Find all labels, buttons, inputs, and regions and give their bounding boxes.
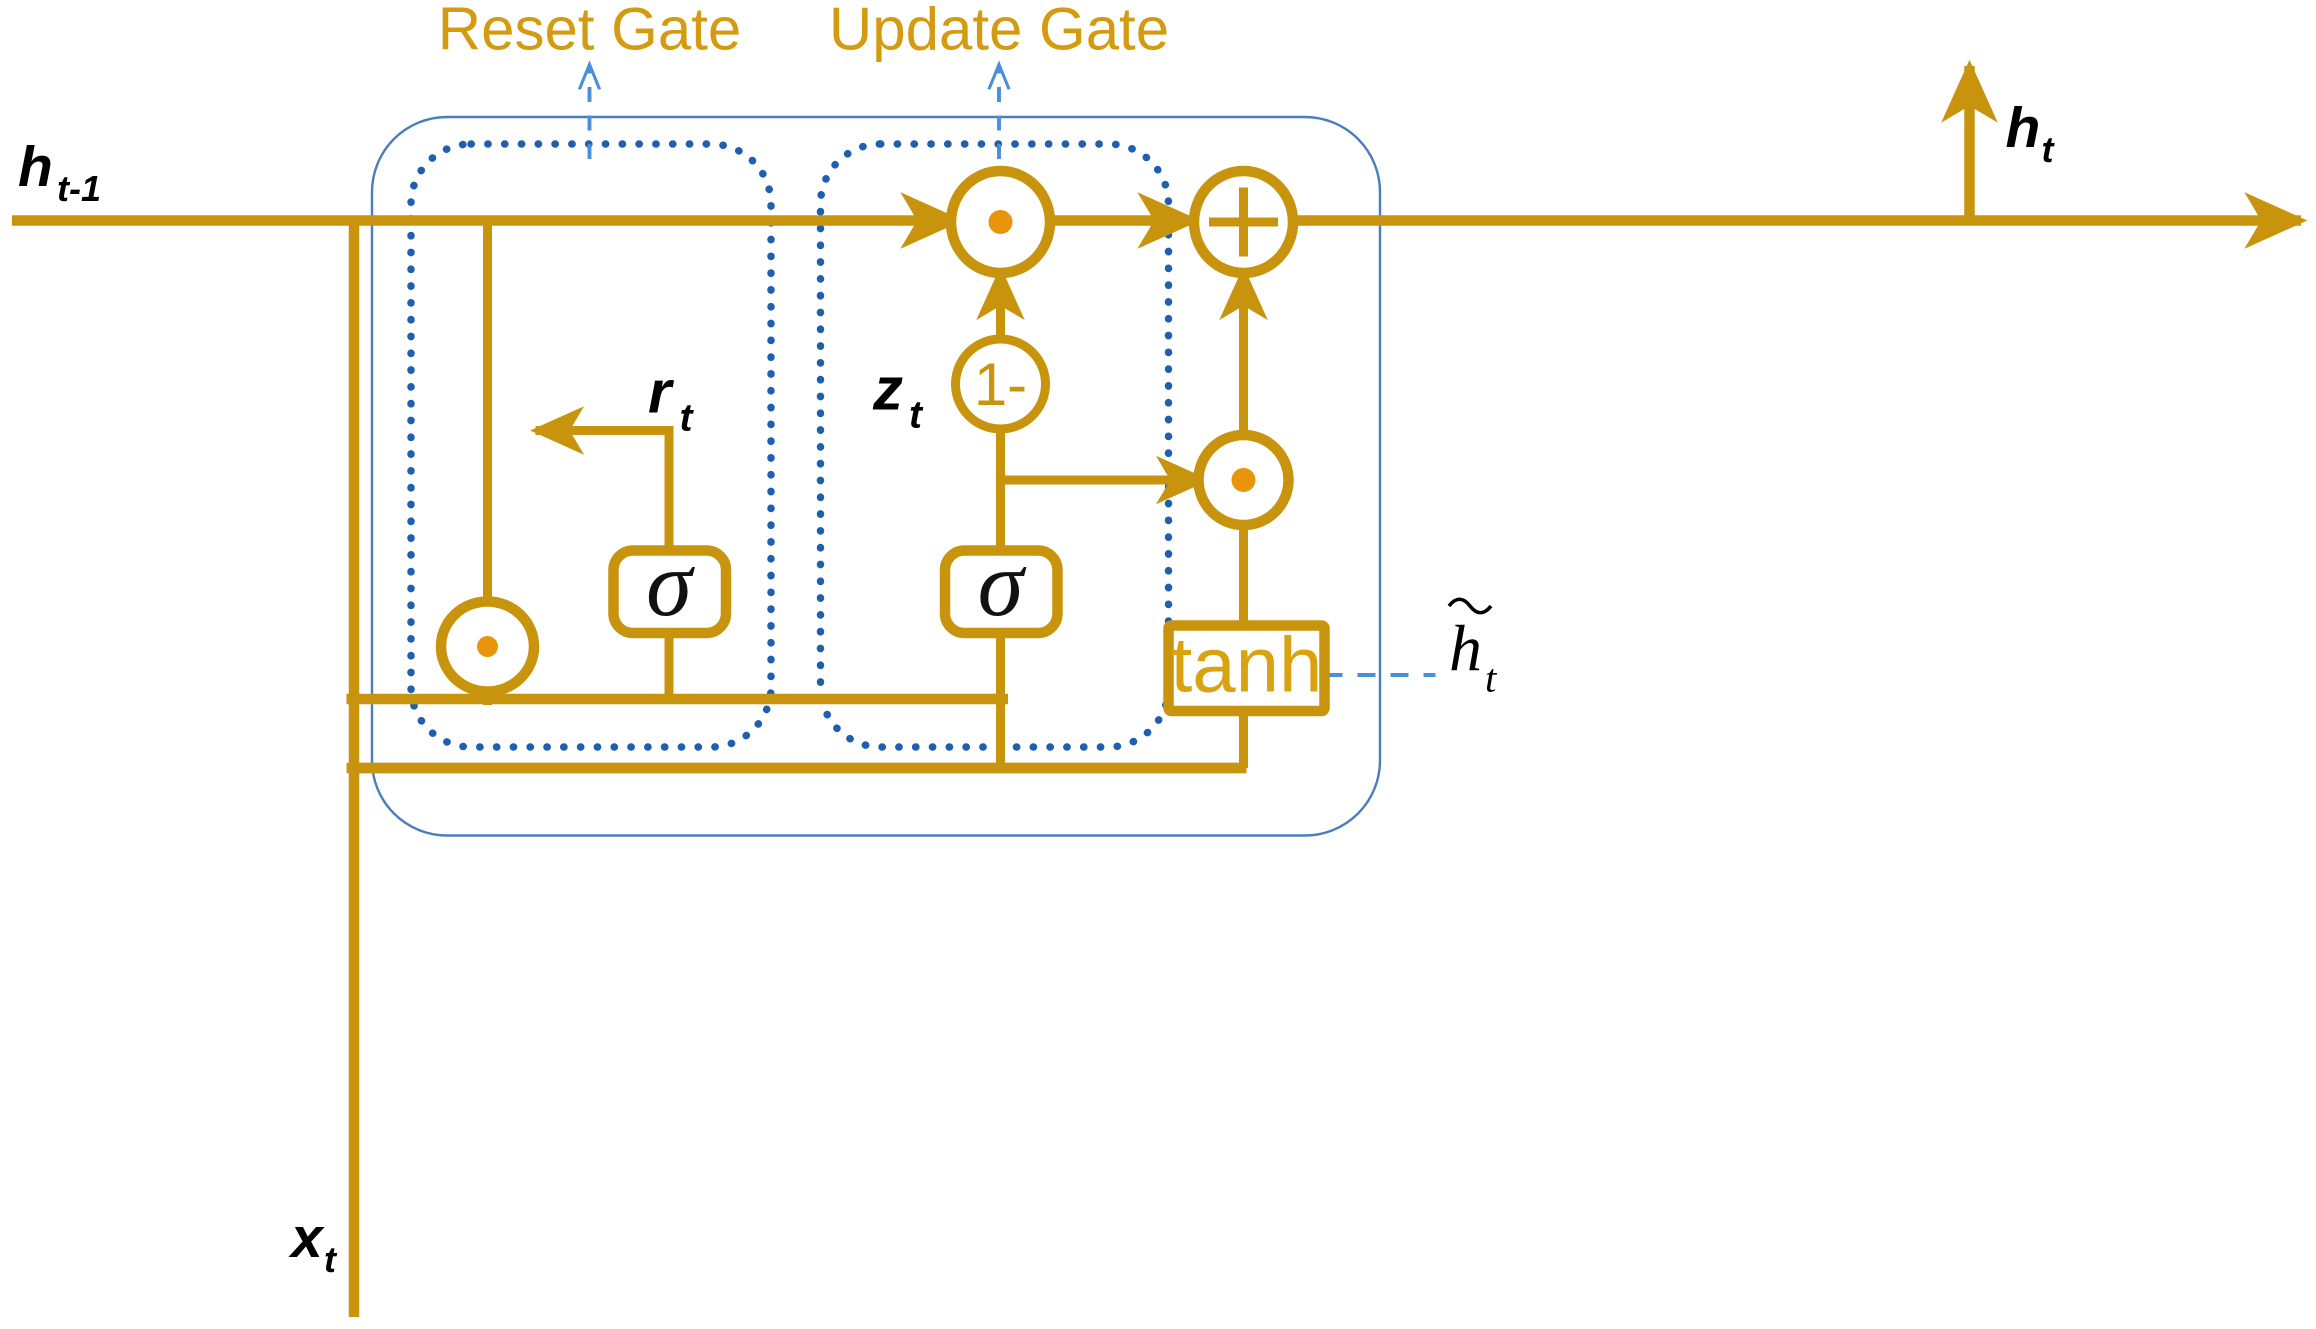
hidden-prev-subscript: t-1 bbox=[57, 168, 101, 209]
cell-boundary bbox=[370, 115, 1382, 837]
sum-node bbox=[1188, 165, 1299, 279]
hidden-out-base: h bbox=[2006, 96, 2041, 160]
update-gate-box bbox=[816, 140, 1173, 751]
update-var-label: z t bbox=[872, 356, 924, 437]
update-var-subscript: t bbox=[909, 394, 924, 437]
hidden-out-label: h t bbox=[2006, 96, 2056, 170]
hidden-out-subscript: t bbox=[2042, 129, 2056, 170]
update-multiply-node bbox=[945, 165, 1056, 279]
hidden-prev-base: h bbox=[18, 135, 53, 199]
tanh-label: tanh bbox=[1171, 621, 1323, 709]
hidden-prev-label: h t-1 bbox=[18, 135, 101, 209]
one-minus-label: 1- bbox=[974, 351, 1027, 418]
tanh-box: tanh bbox=[1163, 620, 1330, 717]
reset-sigma-label: σ bbox=[646, 533, 695, 636]
candidate-tilde-icon bbox=[1447, 597, 1493, 615]
reset-gate-elbow bbox=[530, 406, 674, 552]
reset-var-label: r t bbox=[648, 359, 695, 440]
one-minus-node: 1- bbox=[951, 334, 1050, 434]
update-sigma-box: σ bbox=[939, 533, 1063, 639]
candidate-multiply-node bbox=[1193, 429, 1294, 531]
candidate-label: h t bbox=[1447, 597, 1498, 701]
reset-sigma-box: σ bbox=[608, 533, 732, 639]
input-label: x t bbox=[288, 1206, 338, 1280]
input-base: x bbox=[288, 1206, 325, 1270]
update-sigma-label: σ bbox=[978, 533, 1027, 636]
candidate-subscript: t bbox=[1485, 656, 1498, 701]
reset-gate-title: Reset Gate bbox=[438, 0, 742, 63]
reset-multiply-node bbox=[435, 596, 540, 697]
reset-var-subscript: t bbox=[680, 397, 695, 440]
candidate-base: h bbox=[1449, 613, 1482, 686]
reset-var-base: r bbox=[648, 359, 675, 426]
input-subscript: t bbox=[324, 1239, 338, 1280]
update-var-base: z bbox=[872, 356, 903, 423]
update-gate-title: Update Gate bbox=[829, 0, 1169, 63]
